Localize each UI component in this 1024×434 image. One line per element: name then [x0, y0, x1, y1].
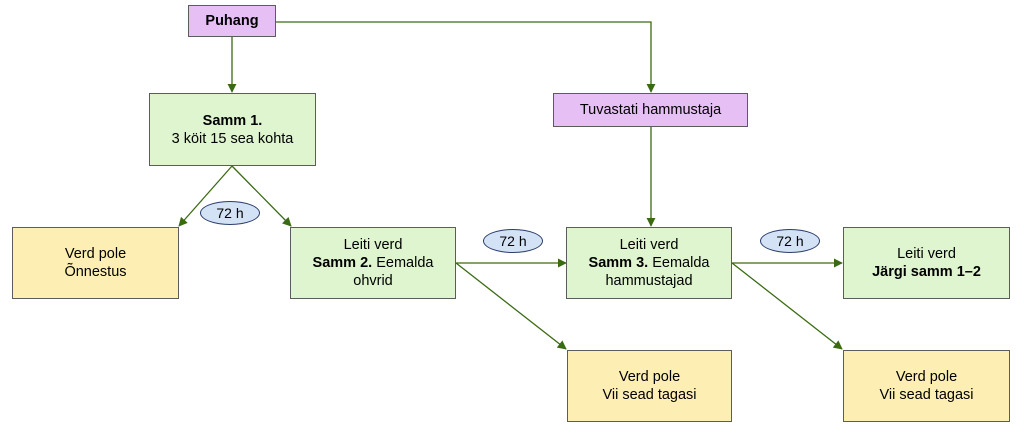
node-leiti-verd-line2: Järgi samm 1–2 [872, 264, 981, 280]
node-samm-1-text: 3 köit 15 sea kohta [171, 130, 294, 147]
node-samm-3: Leiti verd Samm 3. Eemalda hammustajad [566, 227, 732, 299]
node-verd-pole-2-line2: Vii sead tagasi [602, 387, 697, 403]
node-verd-pole-vii-sead-2: Verd pole Vii sead tagasi [843, 350, 1010, 422]
arrow-samm3-to-verd-pole [731, 262, 843, 350]
node-samm-2-step: Samm 2. [312, 255, 373, 271]
node-samm-3-line2: Samm 3. Eemalda [589, 254, 710, 272]
node-verd-pole-line1: Verd pole [64, 246, 127, 262]
node-tuvastati-hammustaja: Tuvastati hammustaja [553, 93, 748, 127]
node-tuvastati-label: Tuvastati hammustaja [579, 102, 722, 118]
node-samm-3-step: Samm 3. [588, 255, 649, 271]
node-verd-pole-3-line1: Verd pole [895, 369, 958, 385]
node-samm-1: Samm 1. 3 köit 15 sea kohta [149, 93, 316, 166]
node-samm-2-line2: Samm 2. Eemalda [313, 254, 434, 272]
arrow-samm2-to-verd-pole [455, 262, 567, 350]
node-samm-3-line3: hammustajad [605, 273, 693, 289]
node-puhang: Puhang [188, 5, 276, 37]
interval-badge-1: 72 h [200, 201, 260, 225]
arrow-samm1-to-samm2 [231, 165, 292, 227]
node-samm-3-action: Eemalda [648, 255, 710, 271]
node-leiti-verd-jargi: Leiti verd Järgi samm 1–2 [843, 227, 1010, 299]
interval-badge-3: 72 h [760, 229, 820, 253]
node-samm-2-line3: ohvrid [353, 273, 393, 289]
node-verd-pole-vii-sead-1: Verd pole Vii sead tagasi [567, 350, 732, 422]
node-verd-pole-2-line1: Verd pole [618, 369, 681, 385]
node-samm-1-title: Samm 1. [202, 112, 263, 129]
interval-badge-2: 72 h [483, 229, 543, 253]
arrow-puhang-to-tuvastati [276, 21, 656, 93]
node-samm-2-line1: Leiti verd [343, 237, 403, 253]
node-samm-2: Leiti verd Samm 2. Eemalda ohvrid [290, 227, 456, 299]
node-samm-2-action: Eemalda [372, 255, 434, 271]
node-samm-3-line1: Leiti verd [619, 237, 679, 253]
node-verd-pole-onnestus: Verd pole Õnnestus [12, 227, 179, 299]
arrow-samm1-to-verd-pole [178, 165, 233, 227]
node-verd-pole-line2: Õnnestus [64, 264, 127, 280]
node-verd-pole-3-line2: Vii sead tagasi [879, 387, 974, 403]
node-leiti-verd-line1: Leiti verd [897, 246, 956, 262]
node-puhang-label: Puhang [205, 13, 259, 29]
